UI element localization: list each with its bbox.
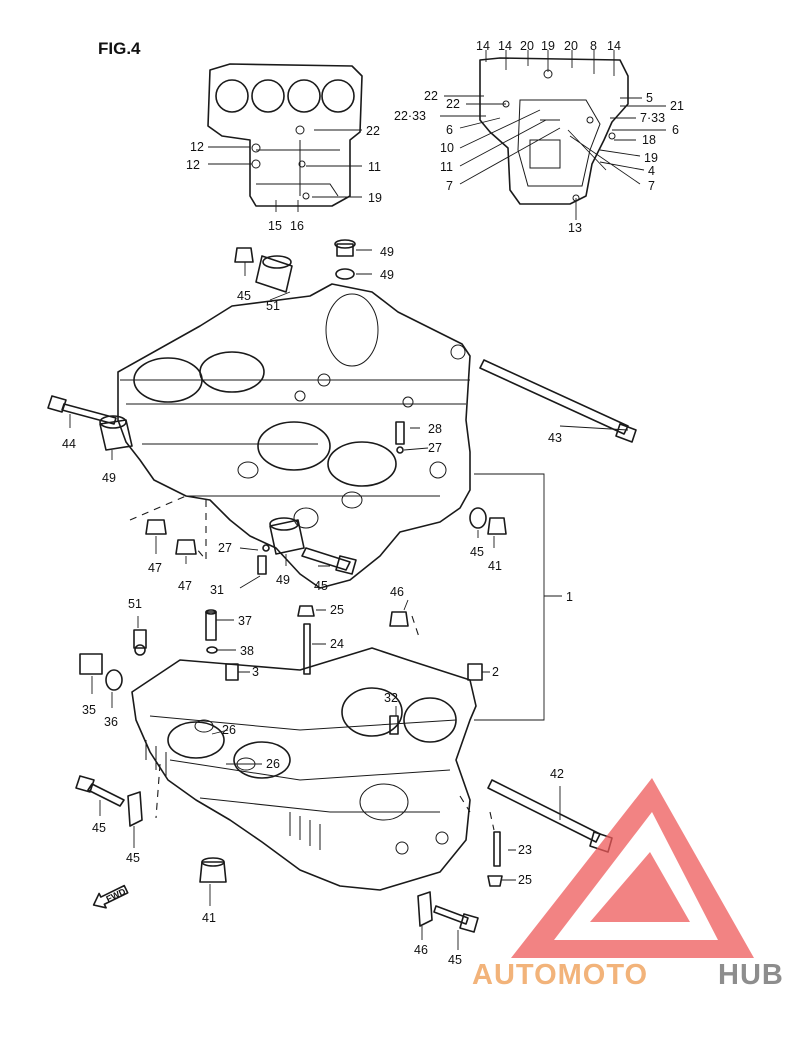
callout: 45	[237, 289, 251, 303]
callout: 14	[607, 39, 621, 53]
callout: 51	[266, 299, 280, 313]
callout: 19	[368, 191, 382, 205]
assembly-lines	[129, 495, 495, 831]
forward-label: FWD	[104, 886, 127, 904]
callout: 16	[290, 219, 304, 233]
callout: 49	[276, 573, 290, 587]
callout: 42	[550, 767, 564, 781]
callout: 25	[330, 603, 344, 617]
callout: 26	[222, 723, 236, 737]
callout: 5	[646, 91, 653, 105]
callout: 11	[368, 160, 381, 174]
inset-upper-case-top-view	[207, 63, 363, 212]
callout: 51	[128, 597, 142, 611]
callout: 45	[92, 821, 106, 835]
callout: 49	[380, 268, 394, 282]
leader-lines	[69, 249, 629, 950]
callout: 49	[102, 471, 116, 485]
callout: 35	[82, 703, 96, 717]
watermark-text-hub: HUB	[718, 959, 784, 991]
callout: 21	[670, 99, 684, 113]
callout: 7·33	[640, 111, 665, 125]
callout-labels: 12 12 22 11 19 15 16 14 14 20 19 20 8 14…	[62, 39, 684, 967]
lower-crankcase	[131, 647, 477, 891]
callout: 12	[190, 140, 204, 154]
forward-direction-arrow: FWD	[92, 884, 129, 909]
callout: 19	[644, 151, 658, 165]
callout: 31	[210, 583, 224, 597]
callout: 47	[178, 579, 192, 593]
inset-lower-case-bottom-view	[440, 50, 666, 220]
small-parts	[47, 239, 637, 933]
callout: 41	[488, 559, 502, 573]
callout: 24	[330, 637, 344, 651]
callout: 45	[448, 953, 462, 967]
callout: 20	[564, 39, 578, 53]
callout: 45	[470, 545, 484, 559]
callout: 22	[446, 97, 460, 111]
callout: 6	[446, 123, 453, 137]
callout: 36	[104, 715, 118, 729]
callout: 44	[62, 437, 76, 451]
callout: 26	[266, 757, 280, 771]
callout: 12	[186, 158, 200, 172]
callout: 38	[240, 644, 254, 658]
callout: 15	[268, 219, 282, 233]
callout: 23	[518, 843, 532, 857]
callout: 22·33	[394, 109, 426, 123]
watermark-triangle-logo	[511, 778, 754, 958]
callout: 45	[314, 579, 328, 593]
callout: 46	[390, 585, 404, 599]
automotohub-watermark: AUTOMOTO HUB	[472, 778, 784, 991]
callout: 4	[648, 164, 655, 178]
callout: 22	[366, 124, 380, 138]
callout: 46	[414, 943, 428, 957]
callout: 43	[548, 431, 562, 445]
callout: 11	[440, 160, 453, 174]
callout: 32	[384, 691, 398, 705]
callout: 45	[126, 851, 140, 865]
callout: 7	[648, 179, 655, 193]
callout: 1	[566, 590, 573, 604]
callout: 18	[642, 133, 656, 147]
callout: 47	[148, 561, 162, 575]
callout: 7	[446, 179, 453, 193]
callout: 20	[520, 39, 534, 53]
callout: 14	[476, 39, 490, 53]
callout: 22	[424, 89, 438, 103]
figure-title: FIG.4	[98, 39, 141, 58]
callout: 10	[440, 141, 454, 155]
callout: 25	[518, 873, 532, 887]
callout: 27	[428, 441, 442, 455]
callout: 8	[590, 39, 597, 53]
upper-crankcase	[117, 283, 471, 589]
callout: 14	[498, 39, 512, 53]
callout: 13	[568, 221, 582, 235]
watermark-text-auto: AUTOMOTO	[472, 959, 648, 991]
callout: 6	[672, 123, 679, 137]
callout: 19	[541, 39, 555, 53]
callout: 37	[238, 614, 252, 628]
callout: 3	[252, 665, 259, 679]
callout: 41	[202, 911, 216, 925]
callout: 49	[380, 245, 394, 259]
callout: 28	[428, 422, 442, 436]
callout: 2	[492, 665, 499, 679]
callout: 27	[218, 541, 232, 555]
